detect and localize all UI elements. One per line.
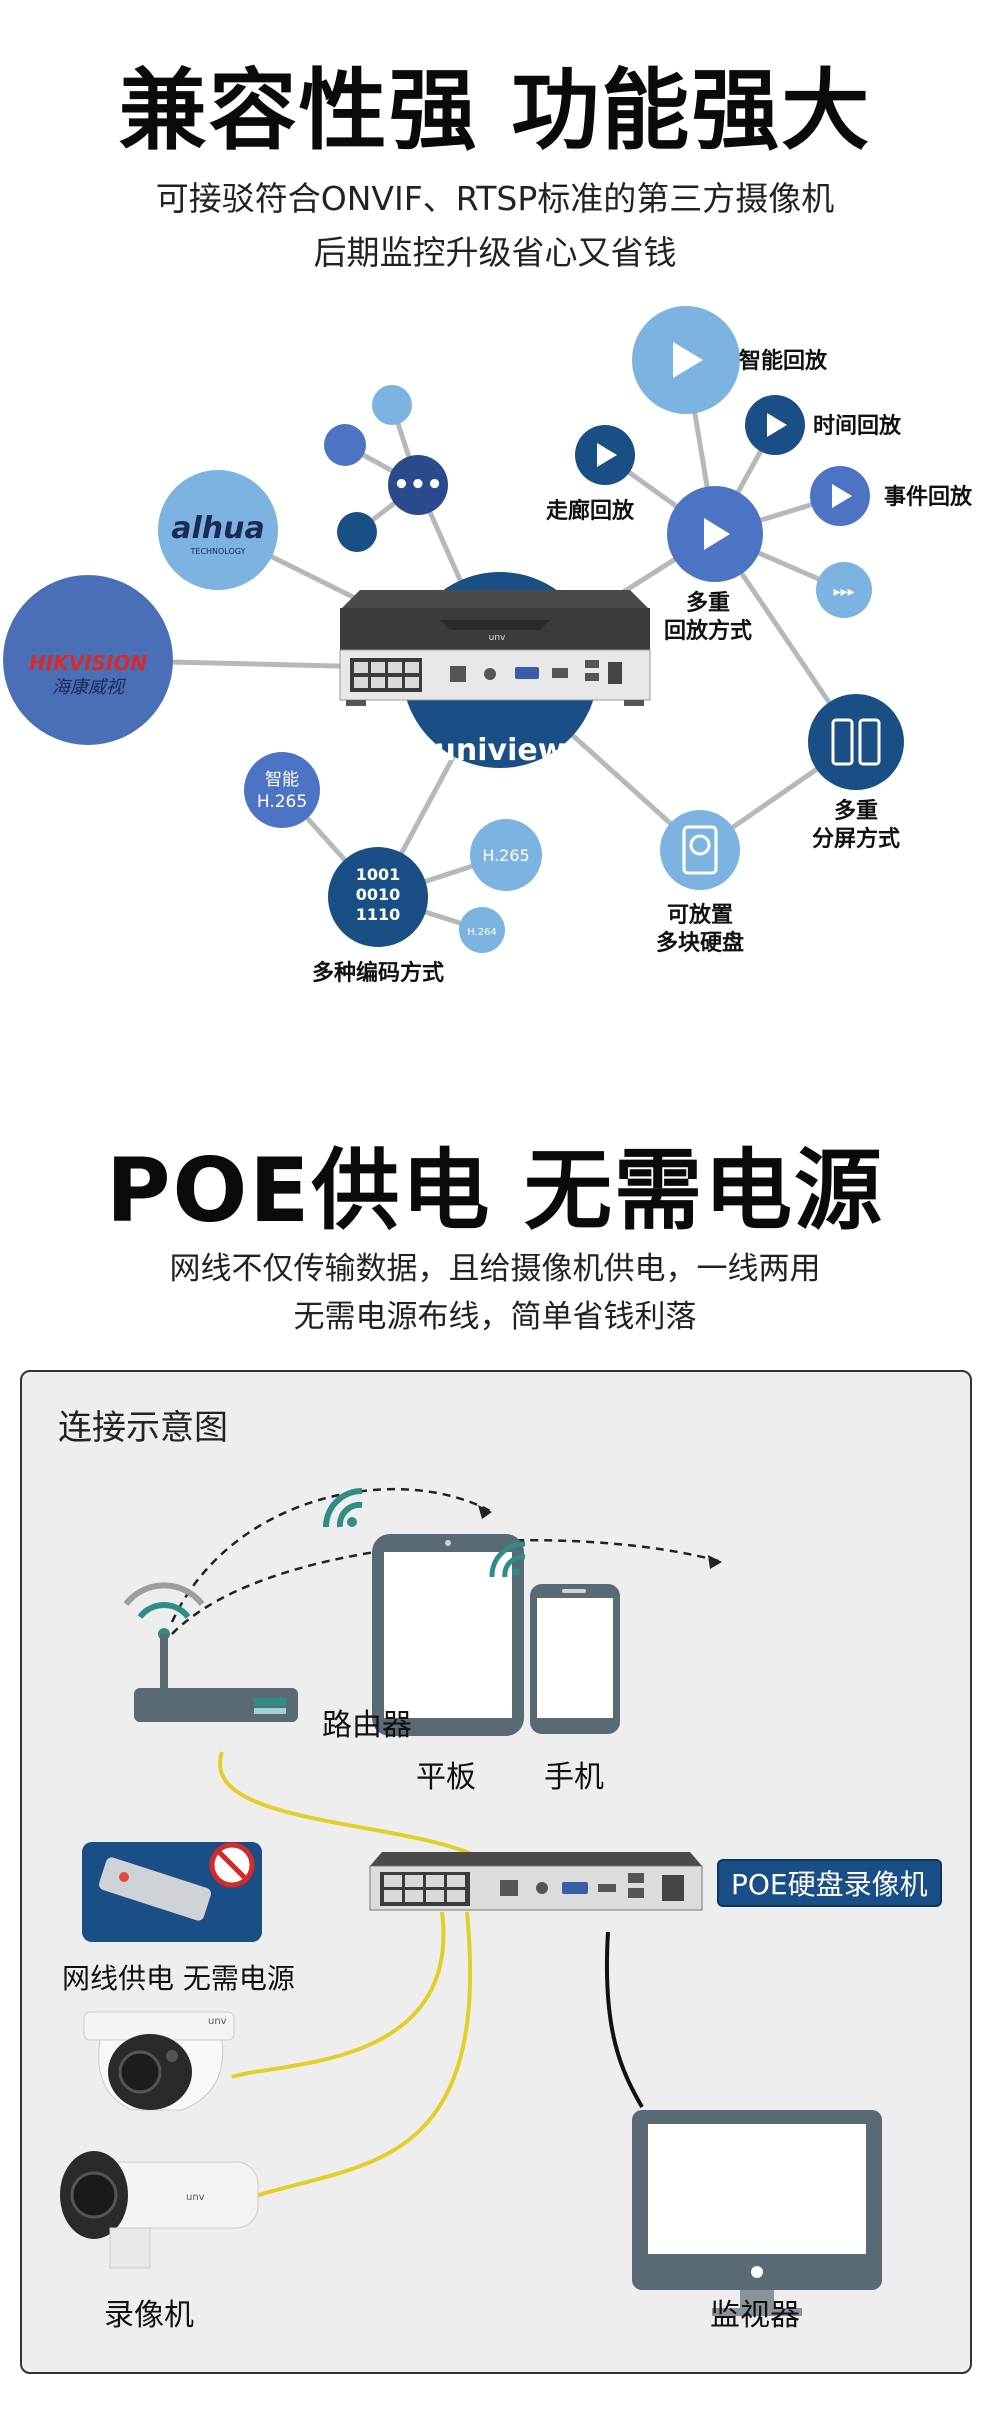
smart-h265-label-2: H.265 bbox=[257, 792, 307, 812]
poe-nvr-label: POE硬盘录像机 bbox=[717, 1859, 942, 1907]
dot-mid-small bbox=[324, 424, 366, 466]
tablet-label: 平板 bbox=[416, 1760, 476, 1795]
h264-circle bbox=[459, 907, 505, 953]
event-playback-label: 事件回放 bbox=[884, 484, 973, 510]
split-screen-circle bbox=[808, 694, 904, 790]
poe-nvr-icon bbox=[369, 1852, 703, 1911]
connection-diagram: 连接示意图 bbox=[20, 1370, 972, 2374]
feature-network-diagram: uniview ••• alhua TECHNOLOGY HIKVISION 海… bbox=[3, 306, 973, 986]
corridor-playback-label: 走廊回放 bbox=[546, 498, 635, 524]
fast-forward-icon: ▸▸▸ bbox=[833, 584, 854, 600]
section1-subtitle-line1: 可接驳符合ONVIF、RTSP标准的第三方摄像机 bbox=[155, 179, 835, 218]
ellipsis-icon: ••• bbox=[393, 470, 443, 500]
dome-camera-icon: unv bbox=[83, 2011, 235, 2111]
multi-split-label-1: 多重 bbox=[834, 798, 878, 824]
connection-graphics: unv unv bbox=[60, 1487, 882, 2316]
nvr-badge: unv bbox=[489, 633, 506, 643]
h264-label: H.264 bbox=[467, 927, 497, 938]
binary-line-1: 1001 bbox=[356, 865, 401, 884]
section1-subtitle-line2: 后期监控升级省心又省钱 bbox=[313, 233, 677, 272]
phone-label: 手机 bbox=[544, 1760, 604, 1795]
connection-diagram-title: 连接示意图 bbox=[58, 1408, 228, 1448]
smart-h265-circle bbox=[244, 752, 320, 828]
hikvision-logo-cn: 海康威视 bbox=[52, 677, 126, 698]
section2-subtitle-line2: 无需电源布线，简单省钱利落 bbox=[293, 1299, 697, 1335]
time-playback-label: 时间回放 bbox=[813, 413, 902, 439]
wifi-link-arc-tablet bbox=[170, 1487, 493, 1623]
multi-playback-label-2: 回放方式 bbox=[664, 618, 752, 644]
smart-h265-label-1: 智能 bbox=[265, 770, 299, 790]
hikvision-logo-text: HIKVISION bbox=[29, 651, 147, 675]
h265-circle bbox=[470, 819, 542, 891]
dahua-logo-sub: TECHNOLOGY bbox=[190, 547, 246, 556]
no-power-icon bbox=[82, 1842, 262, 1942]
dahua-logo-text: alhua bbox=[171, 511, 265, 546]
play-icon bbox=[767, 413, 787, 437]
router-icon bbox=[123, 1582, 298, 1722]
hdd-label-2: 多块硬盘 bbox=[656, 930, 744, 956]
encoding-circle bbox=[328, 847, 428, 947]
nvr-device: unv bbox=[339, 590, 651, 706]
more-dots-circle bbox=[388, 455, 448, 515]
smart-playback-label: 智能回放 bbox=[739, 348, 828, 374]
multi-split-label-2: 分屏方式 bbox=[812, 826, 900, 852]
split-screen-icon bbox=[831, 718, 854, 766]
cameras-label: 录像机 bbox=[104, 2298, 194, 2333]
fast-forward-circle bbox=[816, 562, 872, 618]
h265-label: H.265 bbox=[482, 846, 529, 865]
dot-light-small bbox=[372, 385, 412, 425]
nvr-to-monitor-cable bbox=[604, 1931, 644, 2108]
tablet-icon bbox=[323, 1488, 524, 1736]
uniview-logo-text: uniview bbox=[435, 733, 566, 768]
section1-title: 兼容性强 功能强大 bbox=[118, 59, 872, 162]
dahua-circle bbox=[158, 470, 278, 590]
dot-dark-small bbox=[337, 512, 377, 552]
encoding-label: 多种编码方式 bbox=[312, 960, 444, 986]
router-label: 路由器 bbox=[322, 1708, 412, 1743]
multi-playback-label-1: 多重 bbox=[686, 590, 730, 616]
play-icon bbox=[704, 518, 730, 550]
play-icon bbox=[832, 484, 852, 508]
hikvision-circle bbox=[3, 575, 173, 745]
camera-badge: unv bbox=[186, 2192, 205, 2203]
phone-icon bbox=[489, 1541, 620, 1734]
nvr-to-bullet-camera-cable bbox=[251, 1911, 473, 2199]
binary-line-3: 1110 bbox=[356, 905, 401, 924]
section2-subtitle-line1: 网线不仅传输数据，且给摄像机供电，一线两用 bbox=[169, 1251, 821, 1287]
section2-title: POE供电 无需电源 bbox=[105, 1139, 885, 1242]
binary-line-2: 0010 bbox=[356, 885, 401, 904]
hdd-circle bbox=[660, 810, 740, 890]
play-icon bbox=[673, 342, 703, 378]
nvr-to-dome-camera-cable bbox=[231, 1911, 446, 2079]
camera-badge: unv bbox=[208, 2016, 227, 2027]
hdd-label-1: 可放置 bbox=[667, 902, 733, 928]
hard-disk-icon bbox=[682, 825, 718, 875]
play-icon bbox=[597, 443, 617, 467]
monitor-icon bbox=[632, 2110, 882, 2316]
no-power-label: 网线供电 无需电源 bbox=[62, 1962, 295, 1995]
monitor-label: 监视器 bbox=[710, 2298, 800, 2333]
bullet-camera-icon: unv bbox=[60, 2151, 259, 2269]
